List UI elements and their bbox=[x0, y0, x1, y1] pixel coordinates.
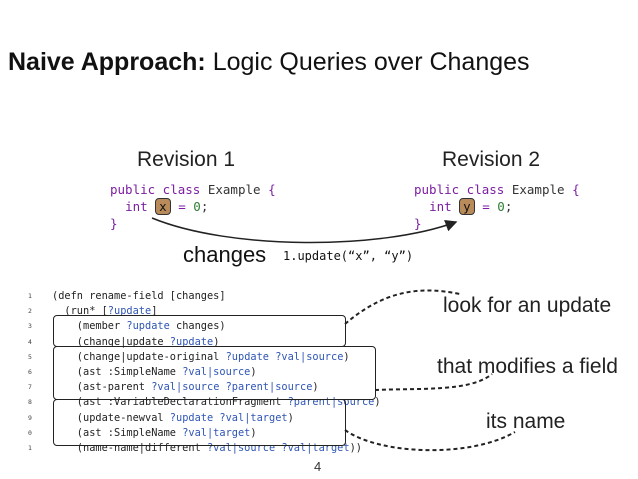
code-line: 6 (ast :SimpleName ?val|source) bbox=[28, 365, 257, 378]
title-rest: Logic Queries over Changes bbox=[212, 48, 530, 76]
field-connector bbox=[374, 373, 493, 391]
annotation-field: that modifies a field bbox=[437, 355, 618, 378]
changes-value: 1.update(“x”, “y”) bbox=[283, 249, 414, 263]
code-line: 3 (member ?update changes) bbox=[28, 320, 226, 333]
code-line: 2 (run* [?update] bbox=[28, 305, 158, 318]
title-bold: Naive Approach: bbox=[8, 48, 206, 76]
name-connector bbox=[344, 429, 516, 452]
slide-title: Naive Approach: Logic Queries over Chang… bbox=[8, 48, 530, 77]
changes-label: changes bbox=[183, 242, 267, 267]
code-line: 7 (ast-parent ?val|source ?parent|source… bbox=[28, 381, 319, 394]
revision2-var-highlight: y bbox=[459, 198, 475, 215]
update-connector bbox=[344, 289, 461, 325]
revision2-heading: Revision 2 bbox=[442, 148, 541, 171]
annotation-update: look for an update bbox=[443, 294, 612, 317]
code-line: 1(defn rename-field [changes] bbox=[28, 290, 226, 302]
rename-arrow bbox=[151, 217, 458, 244]
code-line: 5 (change|update-original ?update ?val|s… bbox=[28, 350, 350, 363]
revision1-var-highlight: x bbox=[155, 198, 171, 215]
revision1-code: public class Example { int x = 0; } bbox=[110, 182, 276, 231]
code-line: 0 (ast :SimpleName ?val|target) bbox=[28, 426, 257, 439]
code-line: 1 (name-name|different ?val|source ?val|… bbox=[28, 441, 362, 454]
code-line: 9 (update-newval ?update ?val|target) bbox=[28, 411, 294, 424]
revision1-heading: Revision 1 bbox=[137, 148, 236, 171]
annotation-name: its name bbox=[486, 410, 566, 433]
page-number: 4 bbox=[314, 459, 322, 474]
code-line: 4 (change|update ?update) bbox=[28, 335, 220, 348]
name-box bbox=[53, 399, 346, 446]
revision2-code: public class Example { int y = 0; } bbox=[414, 182, 580, 231]
